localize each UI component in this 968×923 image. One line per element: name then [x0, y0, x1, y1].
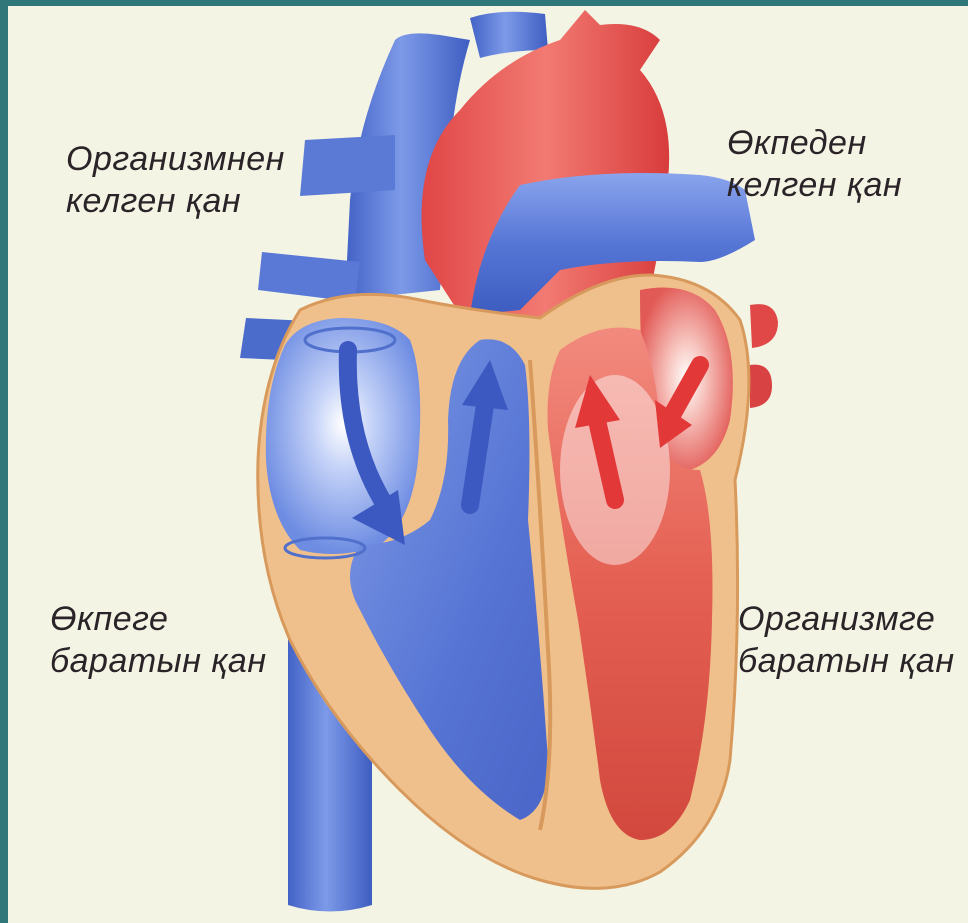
label-line: Организмнен	[66, 138, 285, 180]
label-blood-to-body: Организмге баратын қан	[738, 598, 955, 682]
label-line: келген қан	[727, 164, 902, 206]
label-line: Организмге	[738, 598, 955, 640]
label-blood-from-body: Организмнен келген қан	[66, 138, 285, 222]
label-line: келген қан	[66, 180, 285, 222]
label-line: баратын қан	[50, 640, 267, 682]
vessel-upper-left	[300, 135, 395, 196]
label-blood-from-lungs: Өкпеден келген қан	[727, 122, 902, 206]
label-line: Өкпеден	[727, 122, 902, 164]
label-line: Өкпеге	[50, 598, 267, 640]
label-blood-to-lungs: Өкпеге баратын қан	[50, 598, 267, 682]
label-line: баратын қан	[738, 640, 955, 682]
